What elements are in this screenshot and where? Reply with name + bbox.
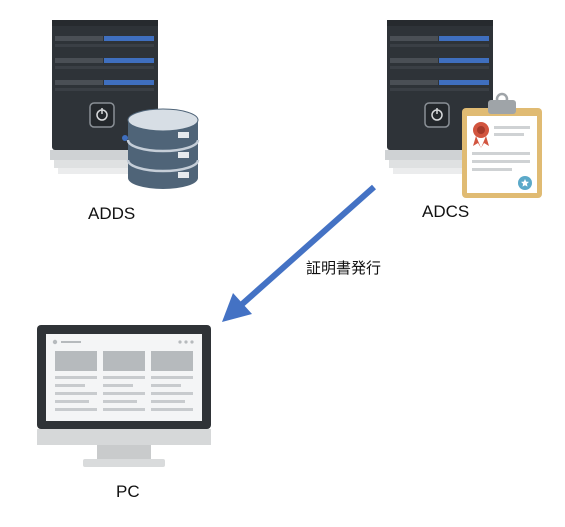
adds-label: ADDS bbox=[88, 204, 136, 223]
pc-monitor-icon bbox=[37, 325, 211, 467]
issue-certificate-arrow bbox=[222, 184, 376, 322]
database-icon bbox=[126, 108, 200, 189]
issue-certificate-label: 証明書発行 bbox=[306, 259, 382, 277]
certificate-icon bbox=[462, 92, 542, 198]
adcs-label: ADCS bbox=[422, 202, 470, 221]
pc-label: PC bbox=[116, 482, 140, 501]
adds-server-icon bbox=[50, 20, 160, 174]
